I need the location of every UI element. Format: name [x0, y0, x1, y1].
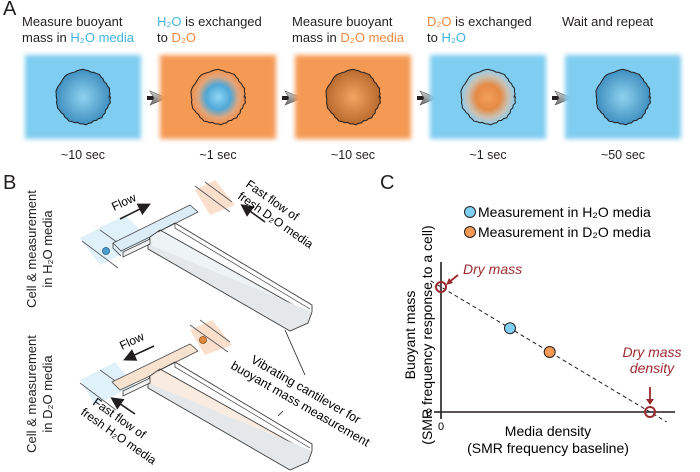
cantilever-leader-line-top — [284, 329, 306, 376]
step-3-duration: ~10 sec — [330, 148, 376, 162]
fit-line — [430, 280, 667, 423]
step-2-duration: ~1 sec — [199, 148, 237, 162]
step-title-colored-media: D₂O — [427, 14, 452, 29]
panel-b-letter: B — [3, 172, 17, 194]
step-title-colored-media: D₂O media — [340, 30, 404, 45]
dry-mass-density-marker — [644, 406, 656, 418]
top-fast-flow-arrow-icon — [240, 204, 266, 223]
top-right-d2o-glow — [195, 180, 235, 215]
step-title-line2: to H₂O — [427, 30, 532, 46]
step-title-line2: to D₂O — [157, 30, 262, 46]
step-title-text: Measure buoyant — [22, 14, 123, 29]
step-title-text: Measure buoyant — [292, 14, 393, 29]
x-tick-label-0: 0 — [438, 421, 444, 433]
step-title-colored-media: H₂O — [157, 14, 182, 29]
step-5-title: Wait and repeat — [562, 14, 653, 30]
bottom-flow-label: Flow — [117, 329, 146, 353]
legend-label-h2o: Measurement in H₂O media — [478, 204, 651, 220]
step-title-text: to — [157, 30, 172, 45]
step-title-text: mass in — [292, 30, 341, 45]
dry-mass-density-arrowhead-icon — [646, 399, 654, 405]
step-title-colored-media: H₂O — [441, 30, 467, 45]
step-title-line1: Measure buoyant — [292, 14, 404, 30]
legend-marker-h2o — [464, 206, 476, 218]
step-4-duration: ~1 sec — [469, 148, 507, 162]
step-title-line1: H₂O is exchanged — [157, 14, 262, 30]
bottom-cell-d2o — [199, 336, 207, 344]
panel-c-letter: C — [380, 172, 395, 194]
step-title-colored-media: H₂O media — [70, 30, 134, 45]
cell-icon — [460, 68, 517, 126]
y-axis-label: Buoyant mass — [402, 291, 418, 380]
dry-mass-arrowhead-icon — [446, 278, 453, 285]
cell-icon — [190, 68, 247, 126]
step-title-line1: Wait and repeat — [562, 14, 653, 30]
data-points — [503, 322, 556, 358]
step-title-line1: Measure buoyant — [22, 14, 134, 30]
bottom-left-h2o-glow — [80, 362, 135, 405]
top-flow-label: Flow — [109, 190, 138, 214]
step-1-duration: ~10 sec — [60, 148, 106, 162]
smr-device-diagram: Flow Fast flow of fresh D₂O media Flow F… — [78, 177, 373, 471]
legend-marker-d2o — [464, 226, 476, 238]
cell-icon — [325, 68, 382, 126]
cell-icon — [55, 68, 112, 126]
data-point-h2o — [503, 322, 516, 335]
step-title-line2: mass in D₂O media — [292, 30, 404, 46]
dry-mass-label: Dry mass — [463, 261, 522, 277]
top-device: Flow Fast flow of fresh D₂O media — [80, 177, 316, 332]
dry-mass-density-label-line2: density — [630, 360, 675, 376]
bottom-right-d2o-glow — [190, 320, 232, 355]
step-title-text: is exchanged — [451, 14, 532, 29]
y-tick-label-0: 0 — [426, 407, 432, 419]
data-point-d2o — [543, 346, 556, 358]
cell-icon — [595, 68, 652, 126]
step-5-duration: ~50 sec — [600, 148, 646, 162]
step-title-text: Wait and repeat — [562, 14, 654, 29]
top-flow-arrow-icon — [119, 203, 151, 220]
step-title-colored-media: D₂O — [171, 30, 197, 45]
cantilever-leader-line-bottom — [277, 410, 284, 417]
step-title-line2: mass in H₂O media — [22, 30, 134, 46]
top-cell-h2o — [102, 247, 110, 255]
y-axis-label-sub: (SMR frequency response to a cell) — [419, 225, 435, 444]
x-axis-label: Media density — [505, 423, 591, 439]
bottom-flow-arrow-icon — [123, 345, 155, 361]
step-title-text: mass in — [22, 30, 71, 45]
bottom-fast-flow-arrow-icon — [110, 397, 136, 415]
dry-mass-density-label-line1: Dry mass — [622, 344, 681, 360]
dry-mass-marker — [435, 281, 447, 293]
step-title-text: is exchanged — [181, 14, 262, 29]
x-axis-label-sub: (SMR frequency baseline) — [467, 440, 629, 456]
legend-label-d2o: Measurement in D₂O media — [478, 224, 651, 240]
step-title-line1: D₂O is exchanged — [427, 14, 532, 30]
step-title-text: to — [427, 30, 442, 45]
panel-a-letter: A — [3, 0, 17, 20]
